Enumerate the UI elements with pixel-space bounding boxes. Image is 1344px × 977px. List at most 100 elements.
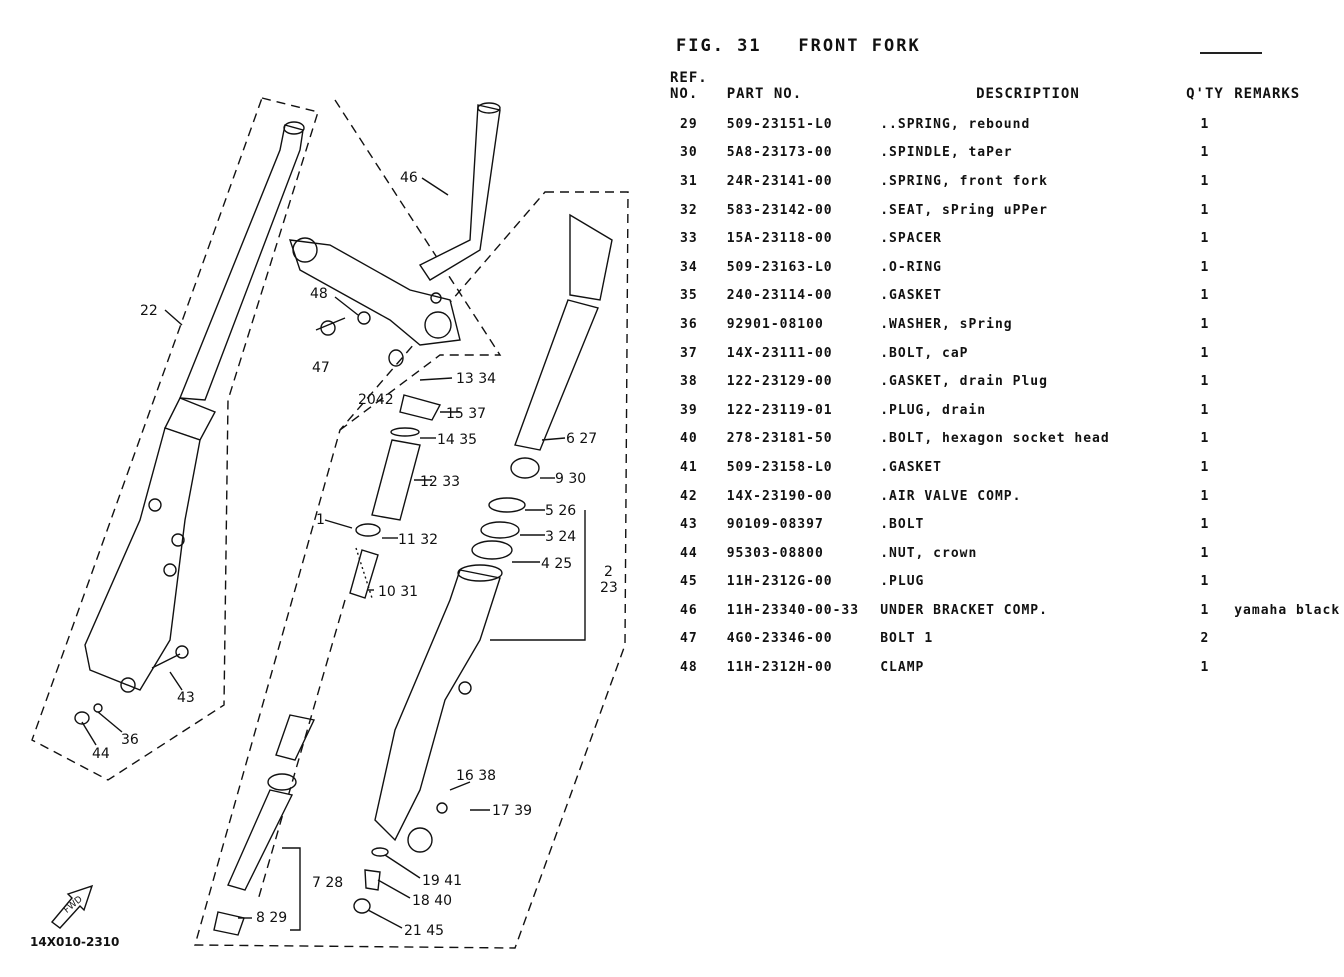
remarks-cell: [1234, 367, 1344, 396]
description-cell: ..SPRING, rebound: [880, 116, 1031, 132]
callout-930: 9 30: [555, 471, 586, 487]
qty-cell: 1: [1200, 259, 1210, 275]
part-no-cell: 122-23119-01: [726, 402, 833, 418]
qty-cell: 1: [1200, 459, 1210, 475]
part-no-cell: 509-23151-L0: [726, 116, 833, 132]
qty-cell: 1: [1200, 545, 1210, 561]
qty-cell: 1: [1200, 316, 1210, 332]
description-cell: BOLT 1: [880, 631, 934, 647]
callout-627: 6 27: [566, 431, 597, 447]
part-no-cell: 4G0-23346-00: [726, 631, 833, 647]
description-cell: .NUT, crown: [880, 545, 978, 561]
ref-no-cell: 39: [680, 402, 698, 418]
callout-1031: 10 31: [378, 584, 418, 600]
callout-23: 23: [600, 580, 618, 596]
ref-no-cell: 35: [680, 288, 698, 304]
qty-cell: 1: [1200, 488, 1210, 504]
front-fork-exploded-diagram: 22 46 48 47 2042 13 34 15 37 14 35 12 33…: [30, 97, 629, 949]
qty-cell: 1: [1200, 288, 1210, 304]
qty-cell: 1: [1200, 602, 1210, 618]
part-no-cell: 278-23181-50: [726, 431, 833, 447]
ref-no-cell: 38: [680, 374, 698, 390]
callout-1638: 16 38: [456, 768, 496, 784]
callout-1941: 19 41: [422, 873, 462, 889]
remarks-cell: [1234, 539, 1344, 568]
callout-1334: 13 34: [456, 371, 496, 387]
qty-cell: 1: [1200, 660, 1210, 676]
ref-no-cell: 31: [680, 173, 698, 189]
callout-44: 44: [92, 746, 110, 762]
ref-no-cell: 37: [680, 345, 698, 361]
callout-2: 2: [604, 564, 613, 580]
under-bracket: [288, 102, 501, 346]
callout-2042: 2042: [358, 392, 394, 408]
boundary-right-leg: [194, 191, 629, 949]
callout-1537: 15 37: [446, 406, 486, 422]
remarks-cell: [1234, 453, 1344, 482]
remarks-cell: [1234, 253, 1344, 282]
part-no-cell: 92901-08100: [726, 316, 824, 332]
qty-cell: 1: [1200, 517, 1210, 533]
qty-cell: 1: [1200, 173, 1210, 189]
table-row: 44 95303-08800 .NUT, crown 1: [668, 539, 1344, 568]
ref-no-cell: 43: [680, 517, 698, 533]
qty-cell: 2: [1200, 631, 1210, 647]
ref-no-cell: 48: [680, 660, 698, 676]
callout-425: 4 25: [541, 556, 572, 572]
ref-no-cell: 29: [680, 116, 698, 132]
callout-1739: 17 39: [492, 803, 532, 819]
description-cell: .SPRING, front fork: [880, 173, 1048, 189]
remarks-cell: [1234, 282, 1344, 311]
callout-48: 48: [310, 286, 328, 302]
qty-cell: 1: [1200, 402, 1210, 418]
part-no-cell: 11H-2312G-00: [726, 574, 833, 590]
callout-1435: 14 35: [437, 432, 477, 448]
part-no-cell: 95303-08800: [726, 545, 824, 561]
description-cell: .PLUG: [880, 574, 925, 590]
table-row: 29 509-23151-L0 ..SPRING, rebound 1: [668, 110, 1344, 139]
qty-cell: 1: [1200, 231, 1210, 247]
remarks-cell: [1234, 425, 1344, 454]
remarks-cell: [1234, 310, 1344, 339]
callout-1132: 11 32: [398, 532, 438, 548]
col-qty: Q'TY: [1186, 86, 1224, 102]
description-cell: .O-RING: [880, 259, 943, 275]
ref-no-cell: 44: [680, 545, 698, 561]
callout-46: 46: [400, 170, 418, 186]
callout-47: 47: [312, 360, 330, 376]
description-cell: .BOLT: [880, 517, 925, 533]
callout-829: 8 29: [256, 910, 287, 926]
ref-no-cell: 34: [680, 259, 698, 275]
callout-1233: 12 33: [420, 474, 460, 490]
description-cell: .SPACER: [880, 231, 943, 247]
remarks-cell: [1234, 653, 1344, 682]
qty-cell: 1: [1200, 145, 1210, 161]
callout-43: 43: [177, 690, 195, 706]
callout-1: 1: [316, 512, 325, 528]
callout-2145: 21 45: [404, 923, 444, 939]
qty-cell: 1: [1200, 116, 1210, 132]
part-no-cell: 122-23129-00: [726, 374, 833, 390]
qty-cell: 1: [1200, 345, 1210, 361]
parts-table: REF.NO. PART NO. DESCRIPTION Q'TY REMARK…: [668, 70, 1344, 682]
callout-324: 3 24: [545, 529, 576, 545]
ref-no-cell: 30: [680, 145, 698, 161]
remarks-cell: [1234, 110, 1344, 139]
col-ref-no: REF.NO.: [670, 70, 708, 102]
callout-36: 36: [121, 732, 139, 748]
remarks-cell: [1234, 510, 1344, 539]
diagram-code: 14X010-2310: [30, 935, 119, 949]
figure-title: FIG. 31 FRONT FORK: [676, 36, 921, 56]
remarks-cell: [1234, 396, 1344, 425]
ref-no-cell: 33: [680, 231, 698, 247]
part-no-cell: 509-23163-L0: [726, 259, 833, 275]
description-cell: .GASKET: [880, 459, 943, 475]
col-remarks: REMARKS: [1234, 86, 1301, 102]
